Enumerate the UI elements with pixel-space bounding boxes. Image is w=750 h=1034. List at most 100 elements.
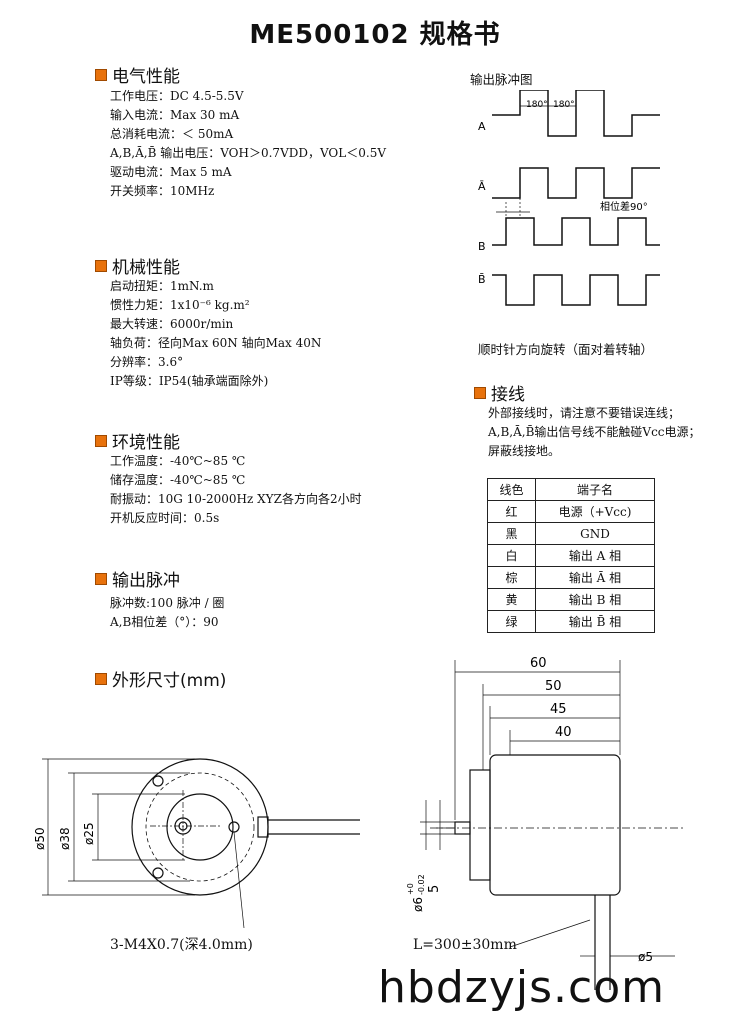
spec-line: 开机反应时间：0.5s (110, 511, 220, 525)
section-heading-text: 电气性能 (112, 67, 180, 87)
wave-b (492, 217, 660, 246)
environment-specs: 工作温度：-40℃~85 ℃ 储存温度：-40℃~85 ℃ 耐振动：10G 10… (110, 452, 362, 528)
spec-line: A,B,Ā,B̄ 输出电压：VOH＞0.7VDD，VOL＜0.5V (110, 146, 386, 160)
wave-b-bar (492, 274, 660, 306)
table-cell: 输出 A 相 (535, 544, 655, 567)
bullet-icon (95, 572, 107, 585)
wiring-note: A,B,Ā,B̄输出信号线不能触碰Vcc电源； (488, 425, 701, 439)
table-row: 黄 输出 B 相 (487, 588, 655, 611)
degree-label-2: 180° (553, 100, 575, 110)
bullet-icon (95, 434, 107, 447)
dim-shaft-tol-lower: -0.02 (417, 874, 426, 895)
spec-line: 最大转速：6000r/min (110, 317, 234, 331)
electrical-specs: 工作电压：DC 4.5-5.5V 输入电流：Max 30 mA 总消耗电流：＜ … (110, 87, 386, 201)
table-row: 白 输出 A 相 (487, 544, 655, 567)
spec-line: 脉冲数:100 脉冲 / 圈 (110, 596, 225, 610)
section-heading-text: 环境性能 (112, 433, 180, 453)
wave-a-bar (492, 167, 660, 199)
table-row: 红 电源（+Vcc) (487, 500, 655, 523)
spec-line: 驱动电流：Max 5 mA (110, 165, 232, 179)
table-cell: 输出 B 相 (535, 588, 655, 611)
table-cell: 电源（+Vcc) (535, 500, 655, 523)
section-heading-text: 接线 (491, 385, 525, 405)
dim-cable: ø5 (638, 950, 653, 964)
table-cell: 红 (487, 500, 536, 523)
inner-circle (166, 793, 234, 861)
section-pulse-heading: 输出脉冲 (95, 566, 180, 591)
channel-label-a: A (478, 120, 486, 133)
rotation-caption: 顺时针方向旋转（面对着转轴） (478, 342, 654, 357)
dim-shaft-tol-upper: +0 (406, 883, 415, 895)
section-heading-text: 机械性能 (112, 258, 180, 278)
watermark: hbdzyjs.com (378, 962, 665, 1013)
cable-length-label: L=300±30mm (413, 937, 517, 953)
spec-line: 开关频率：10MHz (110, 184, 215, 198)
wiring-notes: 外部接线时，请注意不要错误连线； A,B,Ā,B̄输出信号线不能触碰Vcc电源；… (488, 404, 701, 461)
pulse-specs: 脉冲数:100 脉冲 / 圈 A,B相位差（°）：90 (110, 594, 224, 632)
section-heading-text: 外形尺寸(mm) (112, 671, 227, 691)
spec-line: A,B相位差（°）：90 (110, 615, 219, 629)
spec-line: 分辨率：3.6° (110, 355, 184, 369)
spec-line: 启动扭矩：1mN.m (110, 279, 214, 293)
waveform-title: 输出脉冲图 (470, 72, 533, 87)
dim-d25: ø25 (82, 822, 96, 845)
bullet-icon (95, 68, 107, 81)
table-cell: 绿 (487, 610, 536, 633)
front-view-drawing: ø50 ø38 ø25 (33, 758, 360, 929)
section-heading-text: 输出脉冲 (112, 571, 180, 591)
dim-shaft: ø6 (411, 897, 425, 912)
table-cell: GND (535, 522, 655, 545)
section-mechanical-heading: 机械性能 (95, 253, 180, 278)
table-header-row: 线色 端子名 (487, 478, 655, 501)
degree-label-1: 180° (526, 100, 548, 110)
spec-line: 储存温度：-40℃~85 ℃ (110, 473, 246, 487)
table-row: 绿 输出 B̄ 相 (487, 610, 655, 633)
mechanical-specs: 启动扭矩：1mN.m 惯性力矩：1x10⁻⁶ kg.m² 最大转速：6000r/… (110, 277, 321, 391)
table-cell: 黄 (487, 588, 536, 611)
table-cell: 黑 (487, 522, 536, 545)
dim-flat: 5 (427, 885, 442, 893)
dim-50: 50 (545, 679, 562, 694)
channel-label-a-bar: Ā (478, 180, 486, 193)
dim-45: 45 (550, 702, 567, 717)
bullet-icon (95, 672, 107, 685)
table-cell: 棕 (487, 566, 536, 589)
phase-diff-label: 相位差90° (600, 200, 648, 213)
side-view-drawing: 60 50 45 40 ø6 +0 -0.02 5 ø5 (406, 656, 685, 990)
dim-d50: ø50 (33, 827, 47, 850)
dim-60: 60 (530, 656, 547, 671)
section-dimensions-heading: 外形尺寸(mm) (95, 666, 226, 691)
wave-a (492, 90, 660, 137)
bolt-circle (145, 772, 255, 882)
dim-40: 40 (555, 725, 572, 740)
spec-line: 惯性力矩：1x10⁻⁶ kg.m² (110, 298, 250, 312)
spec-line: 轴负荷：径向Max 60N 轴向Max 40N (110, 336, 322, 350)
wiring-note: 外部接线时，请注意不要错误连线； (488, 406, 681, 420)
table-row: 黑 GND (487, 522, 655, 545)
table-cell: 输出 Ā 相 (535, 566, 655, 589)
spec-line: 输入电流：Max 30 mA (110, 108, 240, 122)
outer-circle (131, 758, 269, 896)
section-wiring-heading: 接线 (474, 380, 525, 405)
section-electrical-heading: 电气性能 (95, 62, 180, 87)
spec-line: 工作温度：-40℃~85 ℃ (110, 454, 246, 468)
channel-label-b: B (478, 240, 486, 253)
table-header: 端子名 (535, 478, 655, 501)
spec-line: IP等级：IP54(轴承端面除外) (110, 374, 269, 388)
channel-label-b-bar: B̄ (478, 273, 486, 286)
bullet-icon (474, 386, 486, 399)
hole-note: 3-M4X0.7(深4.0mm) (110, 937, 253, 953)
wiring-table: 线色 端子名 红 电源（+Vcc) 黑 GND 白 输出 A 相 棕 输出 Ā … (487, 478, 655, 633)
dim-d38: ø38 (58, 827, 72, 850)
spec-line: 耐振动：10G 10-2000Hz XYZ各方向各2小时 (110, 492, 362, 506)
table-header: 线色 (487, 478, 536, 501)
section-environment-heading: 环境性能 (95, 428, 180, 453)
encoder-body (489, 754, 621, 896)
table-cell: 输出 B̄ 相 (535, 610, 655, 633)
spec-line: 总消耗电流：＜ 50mA (110, 127, 234, 141)
table-cell: 白 (487, 544, 536, 567)
wiring-note: 屏蔽线接地。 (488, 444, 561, 458)
table-row: 棕 输出 Ā 相 (487, 566, 655, 589)
spec-line: 工作电压：DC 4.5-5.5V (110, 89, 244, 103)
page-title: ME500102 规格书 (249, 20, 501, 50)
